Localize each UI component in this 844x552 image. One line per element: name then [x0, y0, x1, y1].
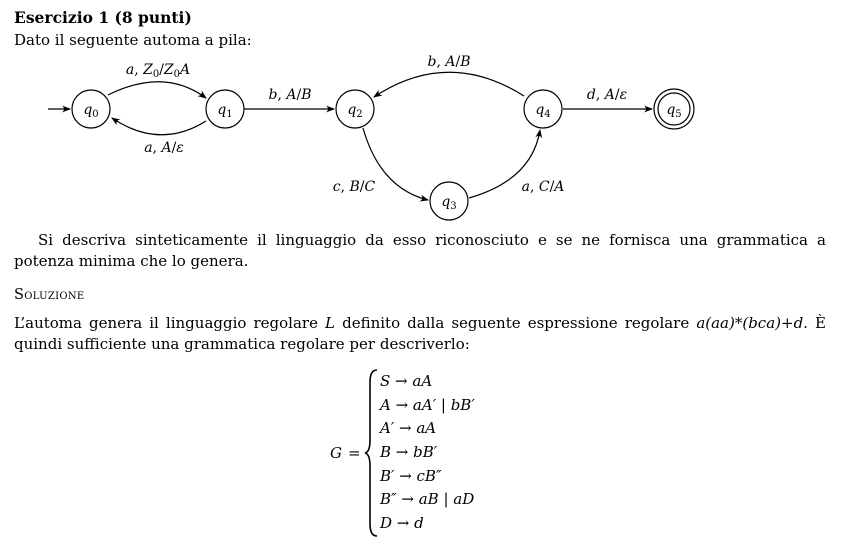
state-q4: q4 [523, 89, 563, 129]
language-symbol: L [325, 314, 336, 332]
grammar-rule: A → aA′ | bB′ [380, 395, 475, 414]
regular-expression: a(aa)*(bca)+d [696, 314, 804, 332]
grammar-rule: A′ → aA [380, 419, 437, 438]
edge-q2-q3 [362, 127, 429, 202]
left-brace [364, 369, 378, 537]
edge-q3-q4 [468, 129, 543, 199]
edge-q4-q2 [373, 71, 525, 98]
grammar-rule: B → bB′ [380, 443, 438, 462]
grammar-rule: B′ → cB″ [380, 466, 442, 485]
grammar-rules: S → aA A → aA′ | bB′ A′ → aA B → bB′ B′ … [380, 370, 475, 536]
solution-label: Soluzione [14, 287, 85, 303]
grammar-rule: D → d [380, 514, 424, 533]
state-q3: q3 [429, 181, 469, 221]
state-q2: q2 [335, 89, 375, 129]
label-q3-q4: a, C/A [522, 179, 565, 195]
solution-text-before: L’automa genera il linguaggio regolare [14, 314, 326, 332]
label-q1-q0: a, A/ε [144, 140, 184, 156]
question-paragraph: Si descriva sinteticamente il linguaggio… [14, 231, 826, 270]
label-q2-q3: c, B/C [333, 179, 376, 195]
edge-q0-q1 [107, 81, 207, 99]
solution-text: L’automa genera il linguaggio regolare L… [14, 313, 826, 355]
label-q4-q2: b, A/B [427, 54, 470, 70]
state-q0: q0 [71, 89, 111, 129]
exercise-heading: Esercizio 1 (8 punti) [14, 8, 192, 27]
label-q4-q5: d, A/ε [587, 87, 627, 103]
pushdown-automaton-diagram: q0 q1 q2 q3 q4 q5 a, Z0/Z0A a, A/ε b, A/… [48, 54, 695, 221]
grammar-equals: = [348, 444, 361, 462]
grammar-name: G [330, 444, 342, 462]
grammar-rule: S → aA [380, 372, 433, 390]
label-q1-q2: b, A/B [268, 87, 311, 103]
grammar-rule: B″ → aB | aD [380, 490, 475, 509]
edge-q1-q0 [111, 117, 207, 136]
state-q5-final: q5 [653, 88, 695, 130]
exercise-intro: Dato il seguente automa a pila: [14, 31, 252, 49]
solution-text-middle: definito dalla seguente espressione rego… [335, 314, 697, 332]
label-q0-q1: a, Z0/Z0A [126, 62, 190, 80]
state-q1: q1 [205, 89, 245, 129]
solution-text-after: . È quindi sufficiente una grammatica re… [14, 314, 826, 353]
